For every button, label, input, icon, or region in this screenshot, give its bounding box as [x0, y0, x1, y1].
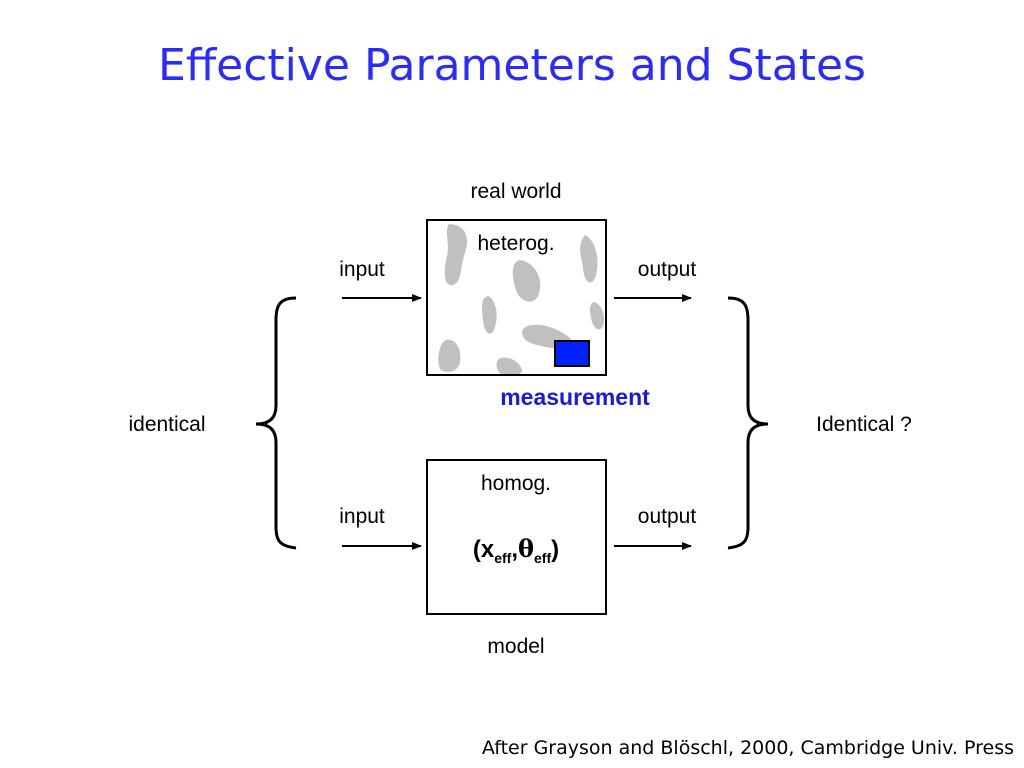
citation: After Grayson and Blöschl, 2000, Cambrid…: [481, 737, 1014, 759]
real-world-caption: real world: [470, 180, 562, 203]
theta-subscript: eff: [534, 549, 552, 566]
blob: [496, 357, 523, 376]
model-box: [426, 459, 607, 615]
left-brace: [255, 296, 297, 550]
homog-label: homog.: [480, 472, 552, 495]
measurement-box: [554, 340, 590, 367]
heterog-label: heterog.: [477, 232, 555, 255]
heterogeneity-blobs: [438, 224, 604, 376]
blob: [512, 260, 541, 302]
identical-label: identical: [128, 413, 206, 436]
params-open: (: [472, 536, 481, 563]
params-comma: ,: [511, 536, 519, 563]
blob: [482, 296, 497, 334]
blob: [590, 302, 604, 330]
blob: [438, 339, 461, 372]
blob: [580, 235, 598, 283]
model-output-label: output: [637, 505, 697, 528]
effective-parameters: (xeff,θeff): [473, 534, 559, 566]
identical-question-label: Identical ?: [816, 413, 912, 436]
slide-title: Effective Parameters and States: [158, 40, 866, 91]
measurement-label: measurement: [500, 384, 650, 410]
params-close: ): [551, 536, 560, 563]
real-output-label: output: [637, 258, 697, 281]
real-input-label: input: [339, 258, 385, 281]
real-world-box: [426, 219, 607, 376]
blob: [444, 224, 468, 286]
x-symbol: x: [480, 536, 495, 563]
x-subscript: eff: [494, 549, 512, 566]
theta-symbol: θ: [518, 534, 535, 563]
right-brace: [727, 296, 769, 550]
model-input-label: input: [339, 505, 385, 528]
model-caption: model: [487, 635, 545, 658]
